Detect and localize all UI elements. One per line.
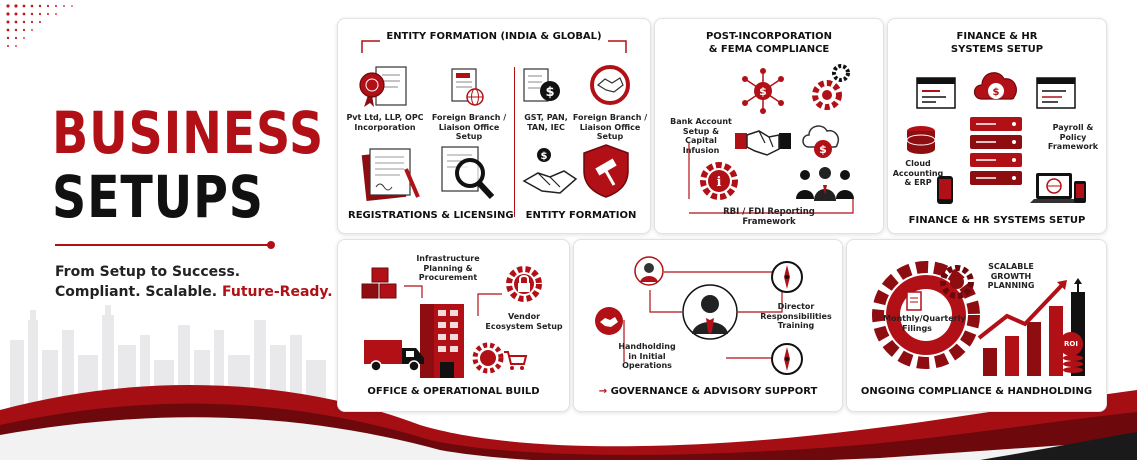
svg-text:$: $ <box>759 85 767 98</box>
compass-icon-bottom <box>771 343 803 375</box>
label-filings: Monthly/Quarterly Filings <box>883 314 966 333</box>
governance-footer-text: GOVERNANCE & ADVISORY SUPPORT <box>610 386 818 397</box>
finance-title-line-2: SYSTEMS SETUP <box>950 44 1044 55</box>
footer-registrations: REGISTRATIONS & LICENSING <box>348 210 514 221</box>
card-finance-hr: FINANCE & HR SYSTEMS SETUP $ Payroll & P… <box>887 18 1107 234</box>
info-gear-icon: i <box>700 162 738 200</box>
papers-icon <box>361 148 420 201</box>
label-branch-right: Foreign Branch / Liaison Office Setup <box>572 113 648 142</box>
card-entity-formation: ENTITY FORMATION (INDIA & GLOBAL) Pvt Lt… <box>337 18 651 234</box>
card-governance: Director Responsibilities Training Handh… <box>573 239 843 412</box>
handshake-icon <box>735 130 791 156</box>
label-payroll: Payroll & Policy Framework <box>1047 123 1099 152</box>
certificate-seal-icon <box>359 66 407 107</box>
director-person-icon <box>682 284 738 340</box>
label-handholding: Handholding in Initial Operations <box>618 342 676 371</box>
compass-icon <box>771 261 803 293</box>
handshake-dollar-icon: $ <box>522 148 578 194</box>
label-infrastructure: Infrastructure Planning & Procurement <box>416 254 480 283</box>
ongoing-footer: ONGOING COMPLIANCE & HANDHOLDING <box>860 386 1093 397</box>
tagline-red-text: Future-Ready. <box>221 284 333 300</box>
tagline-dark-text: Compliant. Scalable. <box>55 284 218 300</box>
label-growth: SCALABLE GROWTH PLANNING <box>987 262 1035 291</box>
lock-gear-icon <box>506 266 542 302</box>
dashboard-window-icon <box>916 77 956 109</box>
fema-title-line-1: POST-INCORPORATION <box>705 31 833 42</box>
fema-title-line-2: & FEMA COMPLIANCE <box>708 44 830 55</box>
office-footer: OFFICE & OPERATIONAL BUILD <box>367 386 540 397</box>
document-dollar-icon: $ <box>523 68 560 102</box>
cloud-dollar-icon: $ <box>802 125 839 158</box>
governance-flow-lines <box>623 271 783 362</box>
lock-gear-icon-small <box>472 342 504 374</box>
label-director-training: Director Responsibilities Training <box>760 302 832 331</box>
cart-icon <box>504 351 528 370</box>
label-cloud-accounting: Cloud Accounting & ERP <box>892 159 944 188</box>
svg-text:$: $ <box>541 151 548 162</box>
magnifier-document-icon <box>441 146 495 200</box>
tagline-line-2: Compliant. Scalable. Future-Ready. <box>55 284 333 300</box>
label-branch-left: Foreign Branch / Liaison Office Setup <box>431 113 507 142</box>
footer-entity-formation: ENTITY FORMATION <box>525 210 637 221</box>
hero-divider <box>55 241 275 249</box>
label-vendor-ecosystem: Vendor Ecosystem Setup <box>485 312 563 331</box>
roi-badge: ROI <box>1059 332 1083 356</box>
dot-pattern-decoration <box>6 4 73 47</box>
people-icon <box>796 167 854 201</box>
svg-text:i: i <box>717 175 722 190</box>
card-ongoing-compliance: Monthly/Quarterly Filings SCALABLE GROWT… <box>846 239 1107 412</box>
label-bank-account: Bank Account Setup & Capital Infusion <box>670 117 732 155</box>
svg-text:$: $ <box>545 85 554 100</box>
office-flow-lines <box>404 285 502 316</box>
entity-divider <box>514 67 515 217</box>
finance-footer: FINANCE & HR SYSTEMS SETUP <box>908 215 1086 226</box>
finance-title-line-1: FINANCE & HR <box>956 31 1038 42</box>
cloud-dollar-icon-finance: $ <box>973 72 1017 100</box>
phone-icon <box>937 176 953 204</box>
card-office-build: Infrastructure Planning & Procurement Ve… <box>337 239 570 412</box>
truck-icon <box>364 340 424 372</box>
fema-flow-lines <box>688 143 854 214</box>
database-icon <box>906 126 936 154</box>
entity-header: ENTITY FORMATION (INDIA & GLOBAL) <box>386 31 602 42</box>
document-globe-icon <box>451 68 484 106</box>
handshake-badge-icon <box>590 65 630 105</box>
boxes-icon <box>361 267 397 299</box>
header-bracket-line <box>361 40 627 53</box>
document-stack-icon <box>906 291 922 311</box>
arrow-icon: → <box>598 386 608 397</box>
server-icon <box>970 117 1022 185</box>
handshake-circle-icon <box>595 307 623 335</box>
hero-title-setups: SETUPS <box>52 163 264 231</box>
shield-gavel-icon <box>583 144 629 198</box>
bar-chart-icon <box>977 278 1085 376</box>
laptop-icon <box>1030 173 1086 203</box>
gear-cluster-icon <box>812 64 850 110</box>
hero-title-business: BUSINESS <box>52 99 325 167</box>
label-gst-pan: GST, PAN, TAN, IEC <box>524 113 568 132</box>
bottom-wave-decoration <box>0 384 1137 460</box>
label-rbi-reporting: RBI / FDI Reporting Framework <box>723 207 815 228</box>
governance-footer: → GOVERNANCE & ADVISORY SUPPORT <box>574 386 842 399</box>
svg-text:$: $ <box>819 143 827 156</box>
code-window-icon <box>1036 77 1076 109</box>
person-avatar-icon <box>634 256 664 286</box>
network-dollar-icon: $ <box>742 68 784 114</box>
tagline-line-1: From Setup to Success. <box>55 264 241 280</box>
svg-text:$: $ <box>993 87 1000 98</box>
label-pvt-incorporation: Pvt Ltd, LLP, OPC Incorporation <box>346 113 424 132</box>
card-fema-compliance: POST-INCORPORATION & FEMA COMPLIANCE $ B… <box>654 18 884 234</box>
